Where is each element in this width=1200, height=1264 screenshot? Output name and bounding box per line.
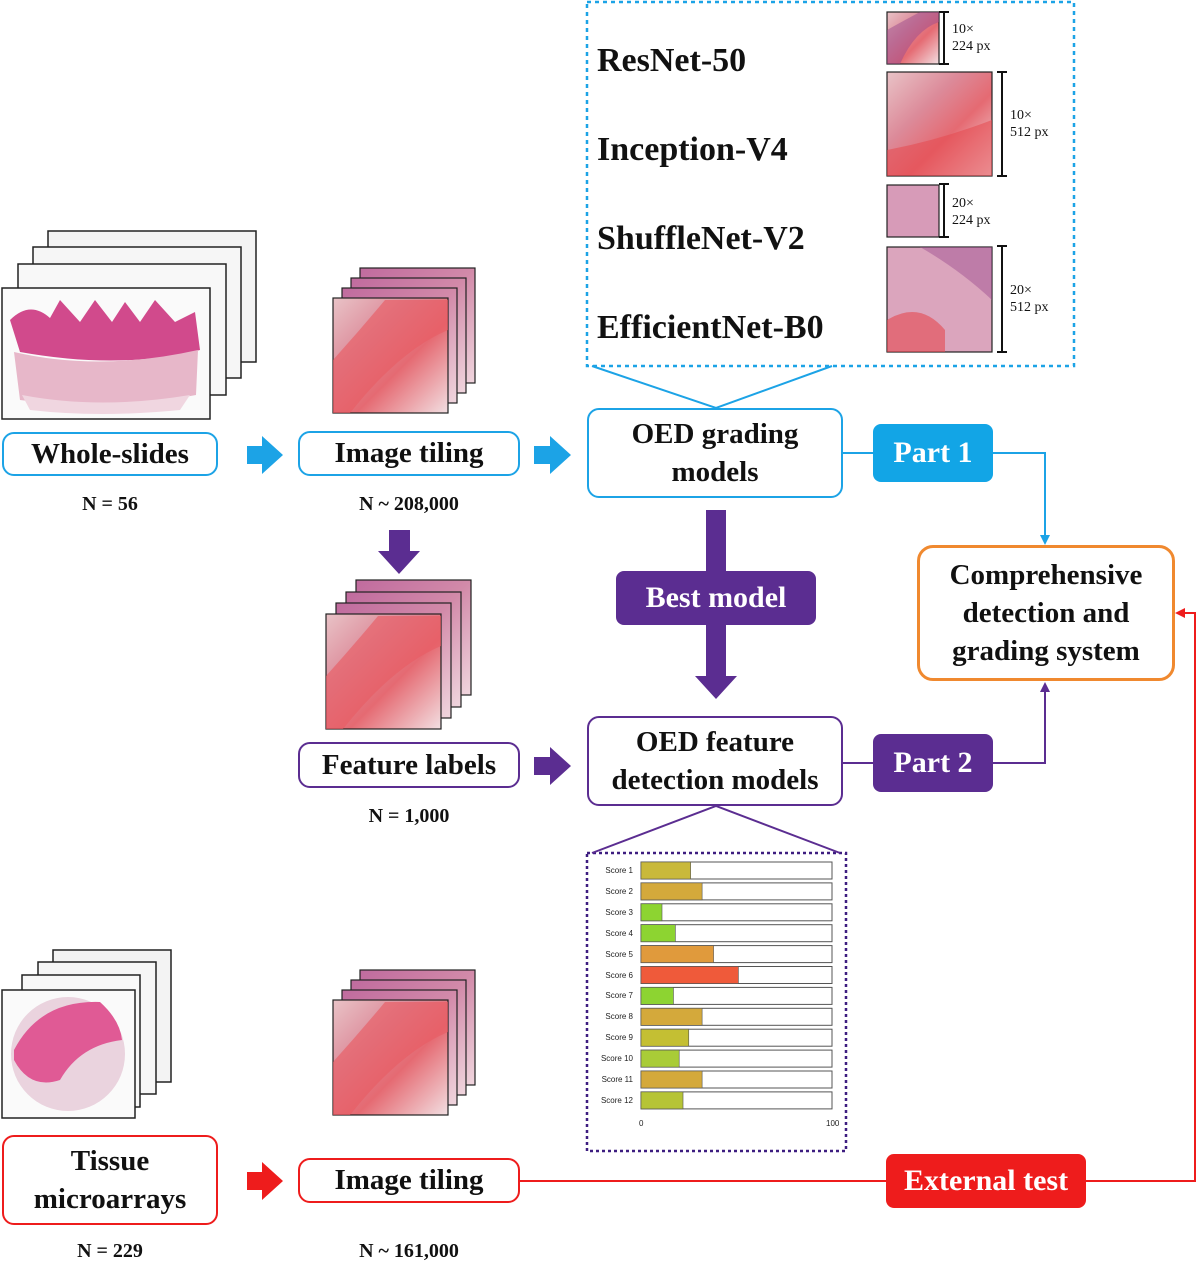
score-category-label: Score 1 xyxy=(605,866,633,875)
tile-thumbnail-stack-train xyxy=(332,267,476,414)
score-category-label: Score 7 xyxy=(605,991,633,1001)
image-tiling-count-train: N ~ 208,000 xyxy=(359,493,459,515)
score-bar xyxy=(640,903,663,922)
score-category-label: Score 5 xyxy=(605,949,633,959)
score-bar xyxy=(640,861,691,880)
score-bar xyxy=(640,1091,684,1110)
score-category-label: Score 2 xyxy=(605,886,633,896)
score-category-label: Score 4 xyxy=(605,928,633,938)
whole-slide-thumbnail-stack xyxy=(1,230,257,420)
arrow-slides-to-tiling xyxy=(247,436,283,474)
part1-pill: Part 1 xyxy=(873,424,993,482)
score-bar xyxy=(640,882,703,901)
score-bar xyxy=(640,1007,703,1026)
x-tick-label: 0 xyxy=(639,1118,644,1128)
score-bar xyxy=(640,987,674,1005)
score-category-label: Score 10 xyxy=(600,1054,633,1064)
arrow-tiling-to-feature-labels xyxy=(378,530,420,574)
part2-pill: Part 2 xyxy=(873,734,993,792)
patch-size-label-1: 10×224 px xyxy=(952,22,991,54)
score-bar xyxy=(640,1028,690,1047)
patch-size-brackets xyxy=(939,11,1007,353)
image-tiling-box-train: Image tiling xyxy=(298,431,520,476)
tile-thumbnail-stack-features xyxy=(325,579,472,730)
score-bar xyxy=(640,945,714,963)
external-test-connector xyxy=(520,608,1196,1182)
score-category-label: Score 11 xyxy=(601,1075,633,1084)
external-test-pill: External test xyxy=(886,1154,1086,1208)
chart-panel-callout xyxy=(591,804,841,854)
score-bar xyxy=(640,924,676,943)
image-tiling-box-test: Image tiling xyxy=(298,1158,520,1203)
arrow-tiling-to-grading xyxy=(534,436,571,474)
score-category-label: Score 6 xyxy=(605,970,633,980)
tissue-microarrays-count: N = 229 xyxy=(77,1240,143,1262)
whole-slides-box: Whole-slides xyxy=(2,432,218,476)
patch-size-label-4: 20×512 px xyxy=(1010,283,1049,315)
score-bar xyxy=(640,1049,680,1068)
image-tiling-count-test: N ~ 161,000 xyxy=(359,1240,459,1262)
score-category-label: Score 9 xyxy=(605,1033,633,1043)
model-name-efficientnet: EfficientNet-B0 xyxy=(597,309,824,346)
tma-thumbnail-stack xyxy=(1,949,172,1119)
feature-labels-count: N = 1,000 xyxy=(368,805,450,827)
model-name-shufflenet: ShuffleNet-V2 xyxy=(597,220,805,257)
patch-size-label-2: 10×512 px xyxy=(1010,108,1049,140)
x-tick-label: 100 xyxy=(826,1118,840,1128)
arrow-labels-to-feature-models xyxy=(534,747,571,785)
model-panel-border xyxy=(585,0,1076,368)
whole-slides-count: N = 56 xyxy=(82,493,138,515)
score-category-label: Score 8 xyxy=(605,1012,633,1022)
chart-panel-border xyxy=(585,851,848,1153)
arrow-tma-to-tiling xyxy=(247,1162,283,1200)
score-bar xyxy=(640,1070,703,1089)
model-name-inception: Inception-V4 xyxy=(597,131,788,168)
tile-thumbnail-stack-test xyxy=(332,969,476,1116)
patch-size-label-3: 20×224 px xyxy=(952,196,991,228)
score-category-label: Score 3 xyxy=(605,907,633,917)
score-category-label: Score 12 xyxy=(600,1095,633,1105)
score-bar-track xyxy=(640,903,833,922)
best-model-pill: Best model xyxy=(616,571,816,625)
score-bar xyxy=(640,966,739,984)
model-name-resnet: ResNet-50 xyxy=(597,42,747,79)
feature-labels-box: Feature labels xyxy=(298,742,520,788)
patch-thumbnails xyxy=(886,11,993,353)
